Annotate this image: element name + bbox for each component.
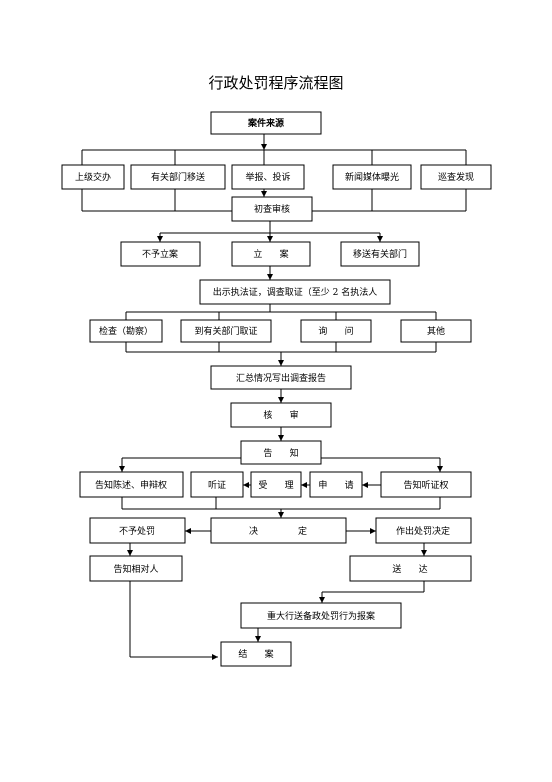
svg-text:决 定: 决 定 [249,525,307,537]
svg-text:举报、投诉: 举报、投诉 [245,171,290,183]
box-report: 举报、投诉 [231,164,305,190]
svg-text:重大行送备政处罚行为报案: 重大行送备政处罚行为报案 [267,610,375,622]
box-no-case: 不予立案 [120,241,201,267]
page-title: 行政处罚程序流程图 [208,74,344,92]
svg-text:告知相对人: 告知相对人 [113,563,158,575]
box-transfer-out: 移送有关部门 [340,241,420,267]
svg-text:告 知: 告 知 [263,447,298,459]
box-inquire: 询 问 [300,319,372,343]
box-source: 案件来源 [210,111,322,135]
box-superior: 上级交办 [61,164,125,190]
svg-text:立 案: 立 案 [253,248,288,260]
svg-text:申 请: 申 请 [318,479,353,491]
box-close: 结 案 [220,641,292,667]
svg-text:案件来源: 案件来源 [247,117,284,129]
box-major-report: 重大行送备政处罚行为报案 [240,602,402,629]
box-patrol: 巡查发现 [420,164,492,190]
svg-text:到有关部门取证: 到有关部门取证 [194,325,257,337]
svg-text:出示执法证，调查取证（至少 2 名执法人: 出示执法证，调查取证（至少 2 名执法人 [213,286,377,298]
svg-text:结 案: 结 案 [238,648,273,660]
svg-text:初查审核: 初查审核 [254,203,290,215]
svg-text:新闻媒体曝光: 新闻媒体曝光 [345,171,399,183]
svg-text:告知陈述、申辩权: 告知陈述、申辩权 [95,479,167,491]
box-other: 其他 [400,319,472,343]
svg-text:不予处罚: 不予处罚 [119,525,155,537]
box-media: 新闻媒体曝光 [332,164,412,190]
svg-text:其他: 其他 [427,325,445,337]
box-make-decision: 作出处罚决定 [375,517,472,544]
svg-text:作出处罚决定: 作出处罚决定 [396,525,450,537]
box-accept: 受 理 [250,471,302,498]
svg-text:告知听证权: 告知听证权 [403,479,448,491]
svg-text:受 理: 受 理 [258,479,293,491]
box-deliver: 送 达 [349,555,472,582]
box-show-cert: 出示执法证，调查取证（至少 2 名执法人 [199,279,391,305]
box-notify-party: 告知相对人 [89,555,183,582]
box-notify-hearing: 告知听证权 [380,471,472,498]
svg-text:询 问: 询 问 [318,325,353,337]
connectors [81,134,467,660]
box-no-penalty: 不予处罚 [89,517,186,544]
box-decide: 决 定 [210,517,347,544]
svg-text:听证: 听证 [208,480,226,491]
box-transfer-in: 有关部门移送 [130,164,226,190]
box-apply: 申 请 [309,471,363,498]
box-notify-defense: 告知陈述、申辩权 [79,471,184,498]
svg-text:有关部门移送: 有关部门移送 [151,171,205,183]
box-inspect: 检查（勘察） [89,319,163,343]
box-summary: 汇总情况写出调查报告 [210,365,352,390]
box-review: 核 审 [230,402,332,428]
svg-text:检查（勘察）: 检查（勘察） [99,325,153,337]
box-collect: 到有关部门取证 [180,319,272,343]
svg-text:送 达: 送 达 [392,563,427,575]
box-hearing: 听证 [190,471,244,498]
svg-text:移送有关部门: 移送有关部门 [353,248,407,260]
box-file-case: 立 案 [231,241,311,267]
box-notify: 告 知 [240,440,322,465]
svg-text:上级交办: 上级交办 [75,171,111,183]
box-initial-review: 初查审核 [231,196,313,222]
svg-text:汇总情况写出调查报告: 汇总情况写出调查报告 [236,372,326,384]
svg-text:巡查发现: 巡查发现 [438,171,474,183]
svg-text:不予立案: 不予立案 [142,248,178,260]
svg-text:核 审: 核 审 [263,409,298,421]
